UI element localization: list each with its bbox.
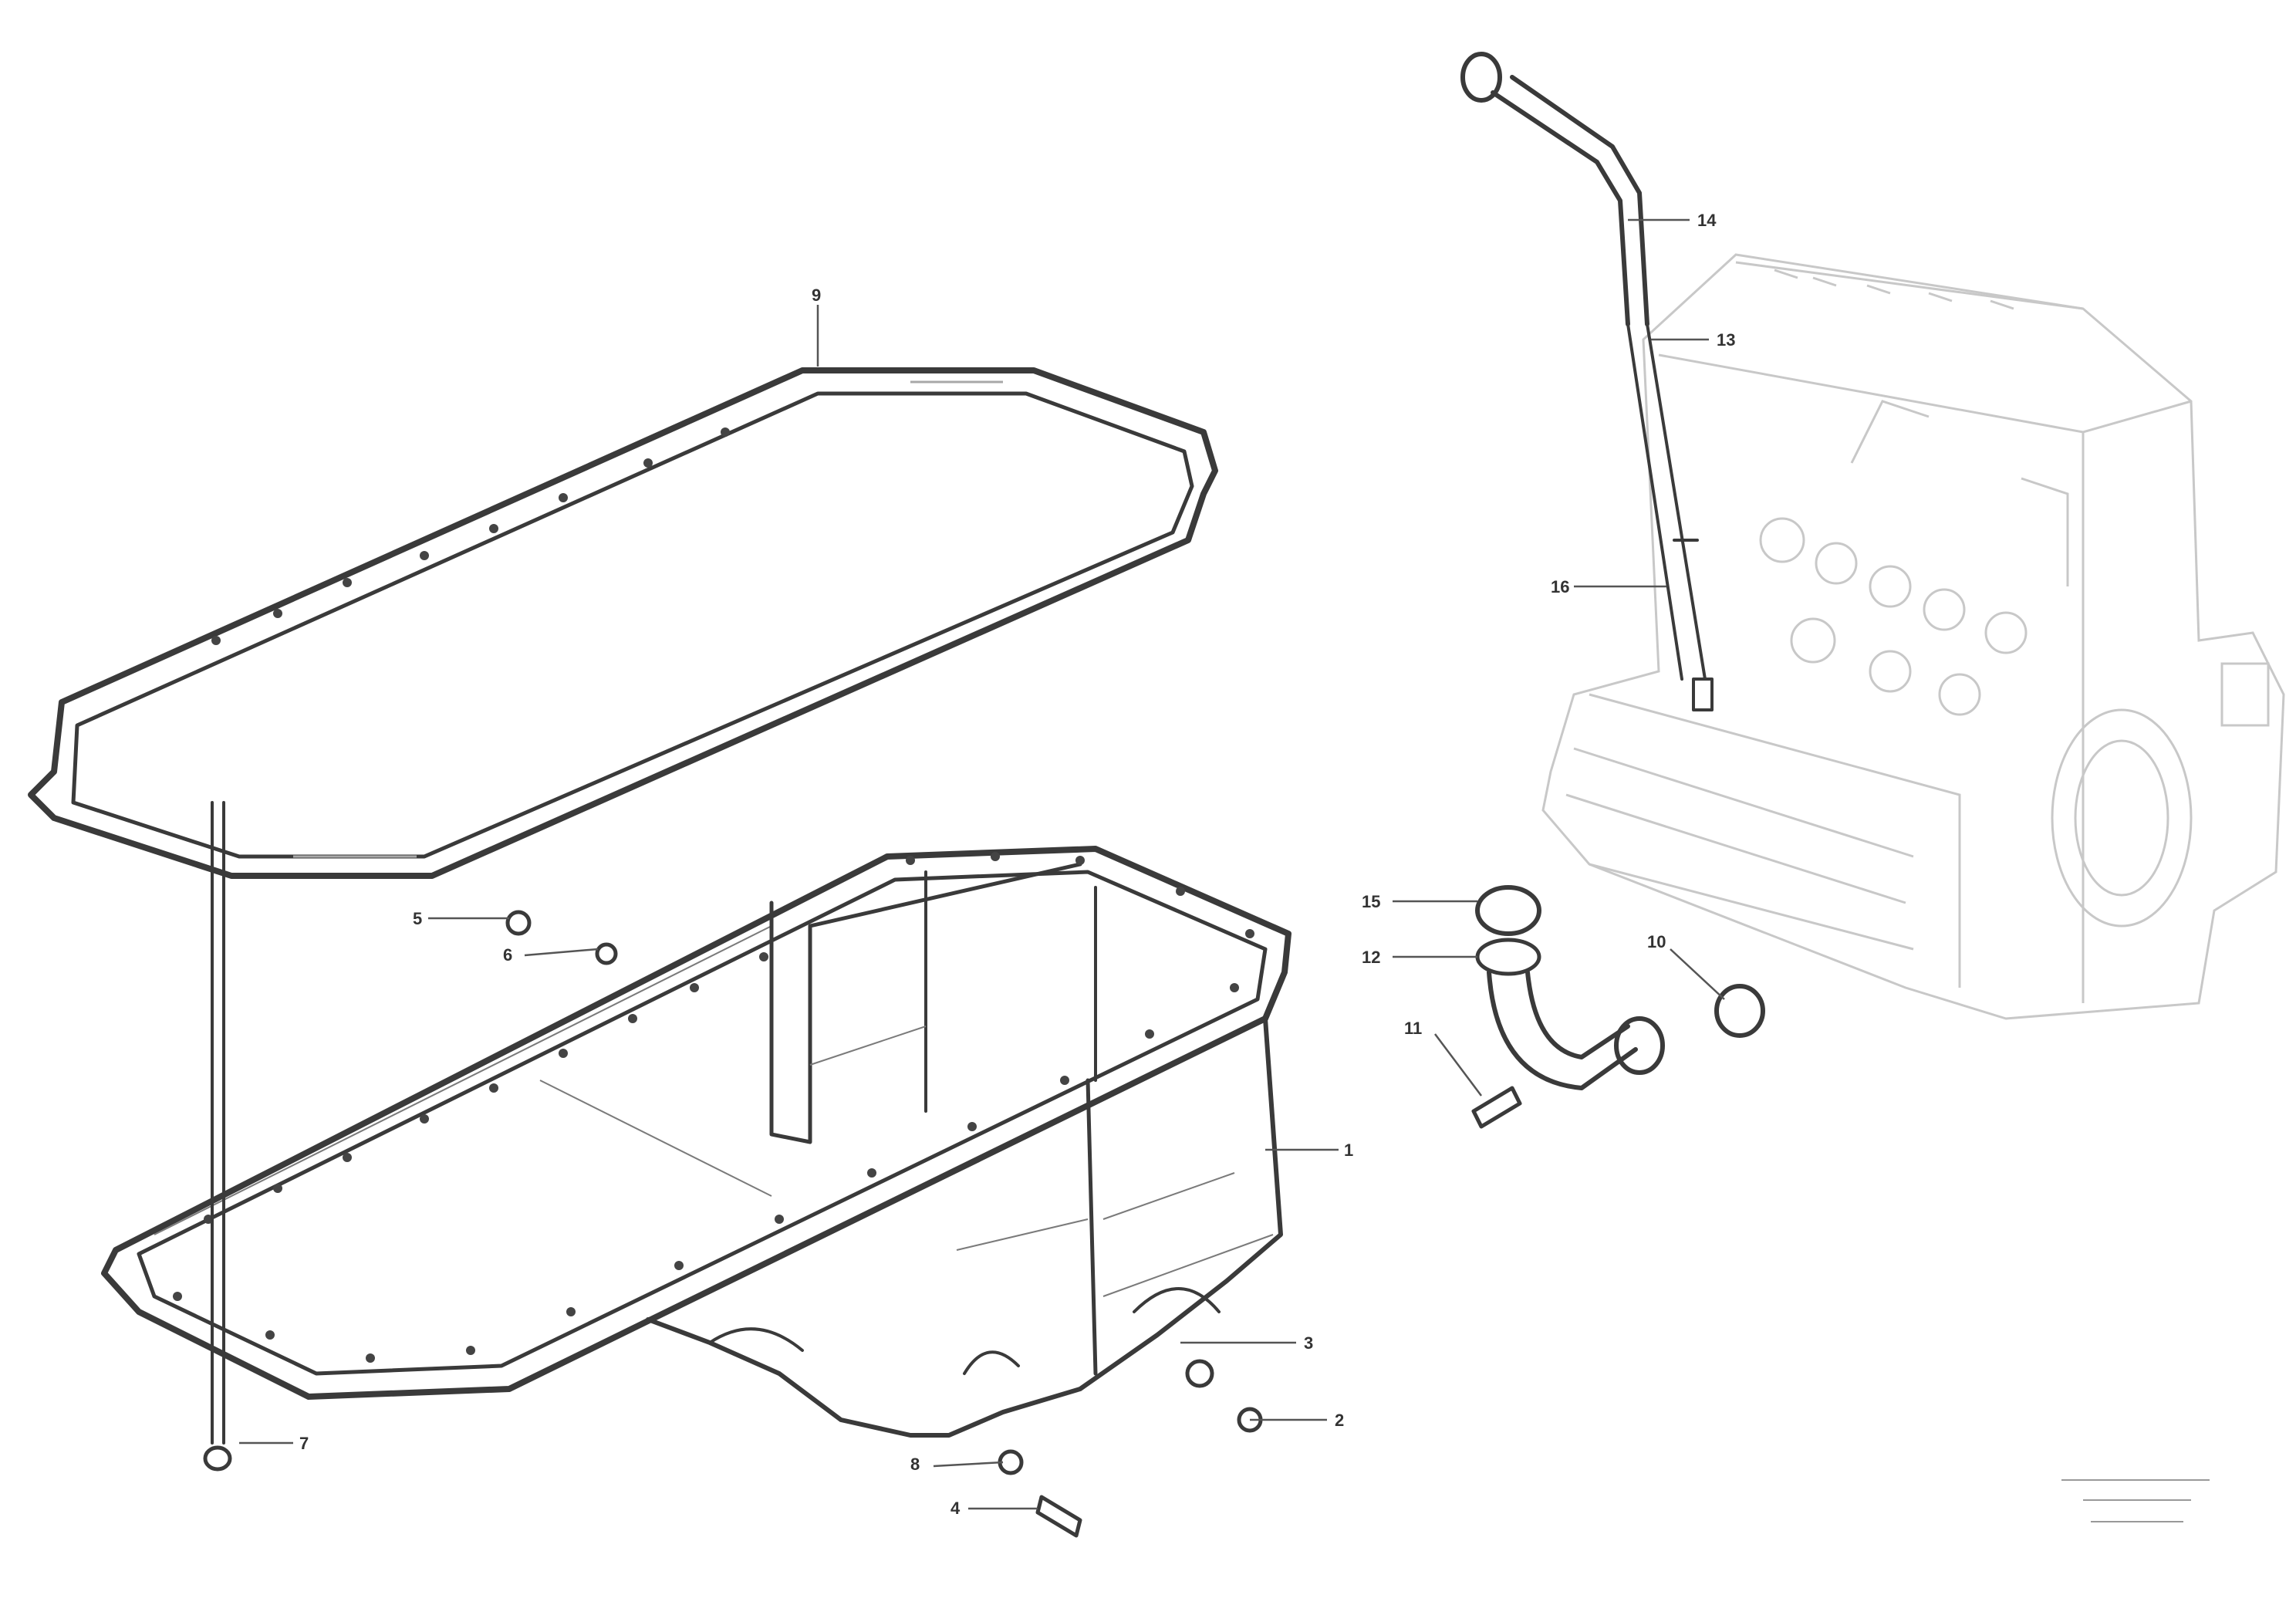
- callout-11: 11: [1404, 1019, 1422, 1038]
- callout-7: 7: [299, 1434, 309, 1453]
- callout-14: 14: [1697, 211, 1717, 230]
- oil-pan: [101, 846, 1292, 1438]
- callout-1: 1: [1344, 1140, 1353, 1160]
- engine-block: [1541, 253, 2285, 1020]
- callout-2: 2: [1335, 1411, 1344, 1430]
- gasket-bolt-holes: [211, 427, 730, 645]
- long-bolt: [203, 801, 232, 1472]
- oil-pan-gasket: [28, 367, 1218, 879]
- callout-13: 13: [1717, 330, 1735, 350]
- callout-9: 9: [812, 286, 821, 305]
- callout-4: 4: [950, 1499, 961, 1518]
- callout-8: 8: [910, 1455, 920, 1474]
- callouts: 9 5 6 1 3 2 8 4 7 14 13 16 15 12 10 11: [299, 211, 1735, 1518]
- pan-bolt-holes: [173, 852, 1254, 1363]
- oil-suction-pipe: [1471, 885, 1765, 1129]
- callout-5: 5: [413, 909, 422, 928]
- drawing-reference-stamp: [2061, 1479, 2210, 1522]
- leader-lines: [239, 218, 1725, 1510]
- callout-12: 12: [1362, 948, 1380, 967]
- callout-10: 10: [1647, 932, 1666, 951]
- callout-16: 16: [1551, 577, 1569, 596]
- callout-3: 3: [1304, 1333, 1313, 1353]
- dipstick: [1460, 52, 1714, 711]
- callout-15: 15: [1362, 892, 1380, 911]
- callout-6: 6: [503, 945, 512, 965]
- washer-and-bolt-upper: [505, 910, 618, 965]
- drain-plugs: [998, 1359, 1263, 1538]
